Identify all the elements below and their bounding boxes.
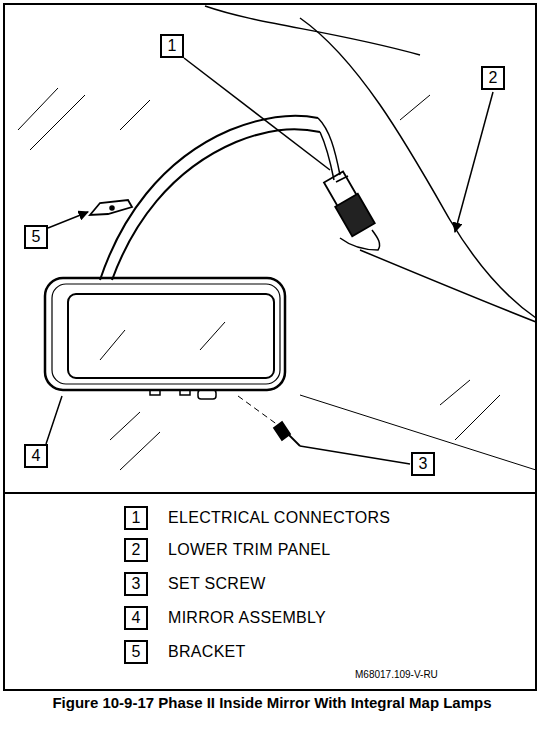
headliner-edge — [205, 6, 420, 55]
mirror-glass — [68, 294, 274, 378]
electrical-connector — [324, 172, 375, 237]
mirror-arm — [112, 129, 320, 280]
mirror-housing — [45, 278, 285, 390]
callout-number: 2 — [132, 542, 141, 558]
callout-box: 2 — [124, 538, 148, 562]
part-name: LOWER TRIM PANEL — [168, 541, 330, 559]
callout-number: 5 — [132, 644, 141, 660]
bracket-hole — [110, 206, 114, 210]
bracket — [90, 200, 132, 215]
harness — [320, 132, 334, 180]
glass-reflection — [200, 322, 225, 350]
part-name: SET SCREW — [168, 575, 266, 593]
callout-number: 4 — [32, 448, 41, 464]
callout-number: 2 — [489, 70, 498, 86]
part-name: ELECTRICAL CONNECTORS — [168, 509, 390, 527]
callout-box: 4 — [24, 444, 48, 468]
callout-number: 3 — [419, 456, 428, 472]
leader-line — [46, 58, 493, 464]
callout-box: 3 — [411, 452, 435, 476]
callout-box: 1 — [124, 506, 148, 530]
separator — [4, 492, 536, 494]
lamp-lens — [150, 390, 190, 395]
glass-reflection — [100, 330, 125, 360]
callout-box: 5 — [24, 225, 48, 249]
trim-panel-edge — [300, 18, 536, 318]
callout-number: 3 — [132, 576, 141, 592]
callout-box: 2 — [481, 66, 505, 90]
callout-box: 4 — [124, 606, 148, 630]
figure-code: M68017.109-V-RU — [355, 669, 438, 680]
figure-caption: Figure 10-9-17 Phase II Inside Mirror Wi… — [10, 694, 534, 711]
callout-number: 5 — [32, 229, 41, 245]
part-name: MIRROR ASSEMBLY — [168, 609, 326, 627]
callout-number: 4 — [132, 610, 141, 626]
trim-panel-lower — [360, 250, 536, 322]
set-screw — [274, 422, 300, 446]
mirror-arm — [100, 116, 318, 280]
center-line — [238, 396, 282, 428]
glass-reflections — [18, 88, 500, 470]
callout-box: 3 — [124, 572, 148, 596]
harness — [340, 230, 380, 250]
callout-number: 1 — [168, 38, 177, 54]
callout-box: 5 — [124, 640, 148, 664]
frame — [4, 4, 536, 690]
callout-box: 1 — [160, 34, 184, 58]
mirror-bezel — [52, 284, 280, 384]
screw-boss — [198, 390, 216, 399]
part-name: BRACKET — [168, 643, 246, 661]
harness — [318, 118, 340, 175]
callout-number: 1 — [132, 510, 141, 526]
